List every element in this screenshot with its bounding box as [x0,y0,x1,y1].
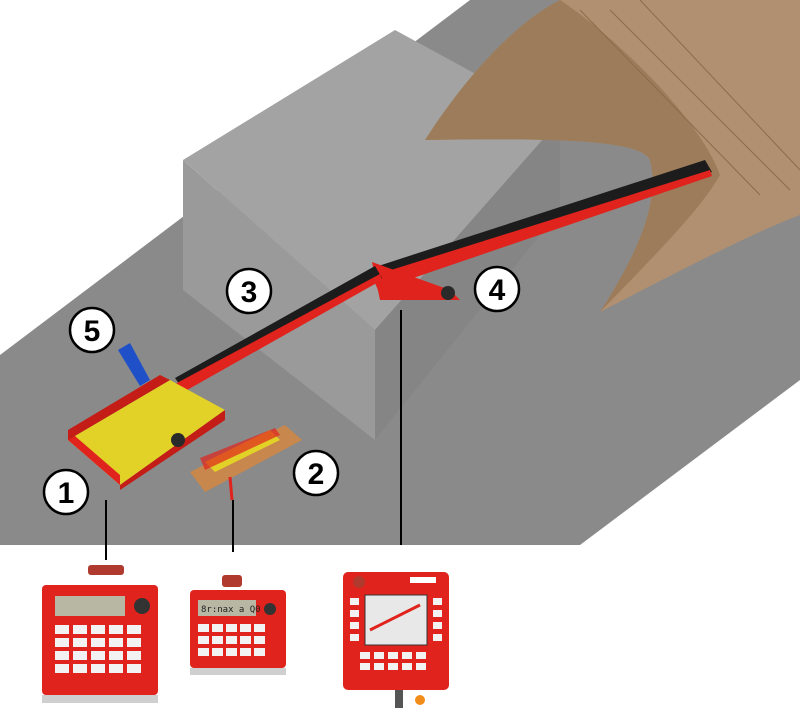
callout-5: 5 [68,306,116,354]
callout-3: 3 [225,267,273,315]
control-panel-1 [42,565,158,703]
wall-front [183,160,375,440]
wall-side [375,120,560,440]
grading-unit [190,425,302,501]
belt-conveyor [175,266,382,394]
callout-label: 1 [58,477,75,510]
control-panel-2: 8r:nax a Q0 [190,575,286,675]
callout-label: 4 [489,274,506,307]
keypad [360,652,426,670]
panel-2-display: 8r:nax a Q0 [201,605,261,615]
callout-4: 4 [473,265,521,313]
telescopic-conveyor [372,160,712,300]
callout-label: 2 [308,458,325,491]
callout-label: 5 [84,315,101,348]
receiving-hopper [68,375,225,490]
control-panel-4 [343,572,449,708]
keypad [55,625,141,673]
callout-1: 1 [42,468,90,516]
callout-label: 3 [241,276,258,309]
callout-2: 2 [292,449,340,497]
blue-tipper [118,343,150,386]
side-buttons [350,598,442,641]
keypad [198,624,265,656]
